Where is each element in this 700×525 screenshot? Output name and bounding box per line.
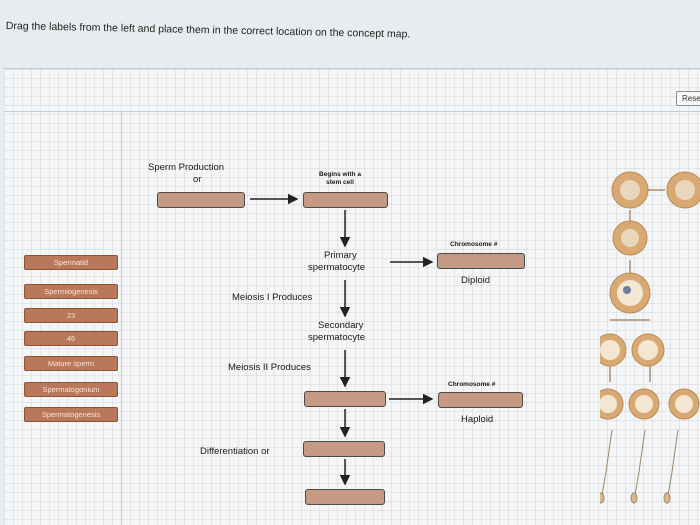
cell-stem bbox=[612, 220, 648, 256]
label-spermatid[interactable]: Spermatid bbox=[24, 255, 118, 270]
label-23[interactable]: 23 bbox=[24, 308, 118, 323]
cell-spermatogonium-2 bbox=[666, 171, 700, 209]
label-spermiogenesis[interactable]: Spermiogenesis bbox=[24, 284, 118, 299]
label-spermatogonium[interactable]: Spermatogonium bbox=[24, 382, 118, 397]
stem-cell-text: stem cell bbox=[326, 179, 354, 186]
drop-zone-differentiation[interactable] bbox=[303, 441, 385, 457]
haploid-text: Haploid bbox=[461, 414, 494, 425]
drop-zone-meiosis-2[interactable] bbox=[304, 391, 386, 407]
label-spermatogenesis[interactable]: Spermatogenesis bbox=[24, 407, 118, 422]
drop-zone-sperm-production[interactable] bbox=[157, 192, 245, 208]
meiosis-1-text: Meiosis I Produces bbox=[232, 292, 313, 303]
drop-zone-stem-cell[interactable] bbox=[303, 192, 388, 208]
meiosis-2-text: Meiosis II Produces bbox=[228, 362, 311, 373]
secondary-text: Secondary bbox=[318, 320, 364, 331]
concept-map-workspace: Rese Spermatid Spermiogenesis 23 46 Matu… bbox=[4, 68, 700, 525]
diploid-text: Diploid bbox=[461, 275, 491, 286]
chromosome-number-label-2: Chromosome # bbox=[448, 381, 496, 388]
label-bank: Spermatid Spermiogenesis 23 46 Mature sp… bbox=[4, 111, 122, 525]
cell-secondary-spermatocyte-2 bbox=[631, 333, 665, 367]
differentiation-text: Differentiation or bbox=[200, 446, 270, 457]
chromosome-number-label-1: Chromosome # bbox=[450, 241, 498, 248]
spermatogenesis-diagram bbox=[600, 171, 700, 504]
workspace-toolbar: Rese bbox=[4, 69, 700, 111]
label-mature-sperm[interactable]: Mature sperm bbox=[24, 356, 118, 371]
cell-spermatid-row bbox=[600, 388, 700, 420]
label-46[interactable]: 46 bbox=[24, 331, 118, 346]
sperm-production-or-text: or bbox=[193, 174, 202, 185]
secondary-spermatocyte-text: spermatocyte bbox=[308, 332, 366, 343]
cell-secondary-spermatocyte-1 bbox=[600, 333, 627, 367]
drop-zone-final[interactable] bbox=[305, 489, 385, 505]
drop-zone-chromosome-haploid[interactable] bbox=[438, 392, 523, 408]
cell-mature-sperm-row bbox=[600, 429, 679, 504]
drop-zone-chromosome-diploid[interactable] bbox=[437, 253, 525, 269]
sperm-production-text: Sperm Production bbox=[148, 162, 225, 173]
reset-button[interactable]: Rese bbox=[676, 91, 700, 106]
concept-map bbox=[122, 111, 700, 525]
primary-text: Primary bbox=[324, 250, 357, 261]
cell-primary-spermatocyte bbox=[609, 272, 651, 314]
primary-spermatocyte-text: spermatocyte bbox=[308, 262, 366, 273]
begins-with-text: Begins with a bbox=[319, 171, 361, 178]
cell-spermatogonium-1 bbox=[611, 171, 649, 209]
